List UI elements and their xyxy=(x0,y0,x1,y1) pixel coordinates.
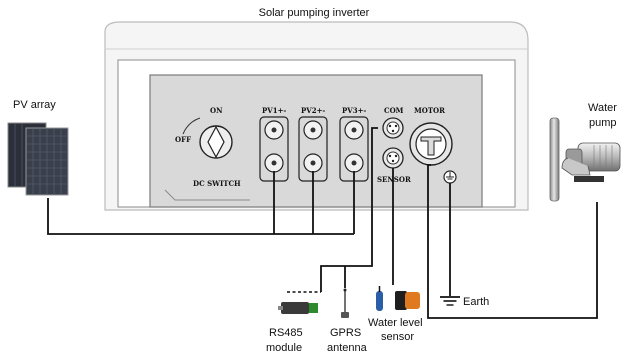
earth-label: Earth xyxy=(463,296,489,308)
gprs-antenna xyxy=(341,288,349,318)
sensor-port: SENSOR xyxy=(377,147,411,184)
pv2-label: PV2+- xyxy=(301,106,325,115)
water-level-sensor-label-1: Water level xyxy=(368,317,423,329)
rs485-module xyxy=(278,302,318,314)
pv-array xyxy=(7,122,69,196)
pv2-terminal: PV2+- xyxy=(298,106,328,182)
water-pump xyxy=(549,117,621,202)
pv1-label: PV1+- xyxy=(262,106,286,115)
com-label: COM xyxy=(384,106,404,115)
earth-ground-icon xyxy=(440,296,460,306)
rs485-label-1: RS485 xyxy=(269,327,303,339)
rs485-label-2: module xyxy=(266,342,302,354)
dc-switch-label: DC SWITCH xyxy=(193,179,241,188)
motor-label: MOTOR xyxy=(414,106,445,115)
water-level-sensor-label-2: sensor xyxy=(381,331,414,343)
dc-switch-on-label: ON xyxy=(210,106,223,115)
gprs-label-1: GPRS xyxy=(330,327,361,339)
earth-terminal xyxy=(443,170,457,184)
diagram-title: Solar pumping inverter xyxy=(259,7,370,19)
sensor-label: SENSOR xyxy=(377,175,411,184)
pv1-terminal: PV1+- xyxy=(259,106,289,182)
dc-switch-off-label: OFF xyxy=(175,135,191,144)
com-port: COM xyxy=(382,106,404,139)
water-pump-label-2: pump xyxy=(589,117,617,129)
pv-array-label: PV array xyxy=(13,99,56,111)
water-pump-label-1: Water xyxy=(588,102,617,114)
water-level-sensor xyxy=(376,286,420,311)
pv3-label: PV3+- xyxy=(342,106,366,115)
motor-cable-gland: MOTOR xyxy=(409,106,453,166)
dc-switch: ON OFF DC SWITCH xyxy=(175,106,241,188)
wiring xyxy=(47,127,598,319)
inverter-housing xyxy=(104,21,529,211)
gprs-label-2: antenna xyxy=(327,342,368,354)
